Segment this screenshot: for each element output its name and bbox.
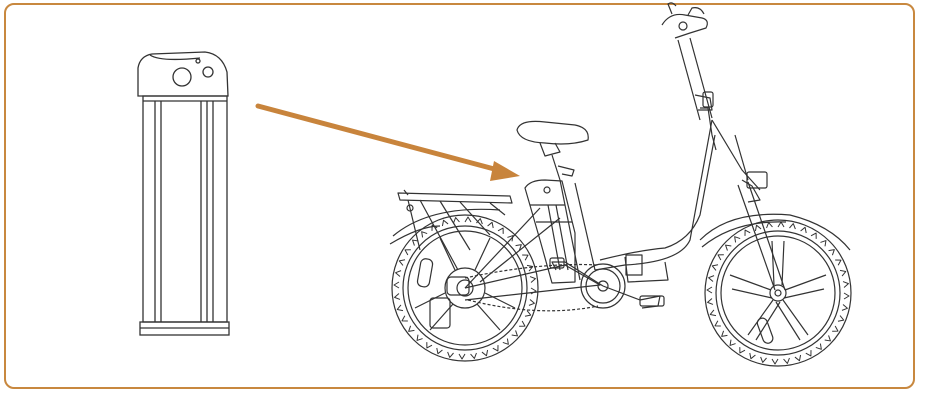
insert-arrow-icon xyxy=(258,106,520,181)
front-wheel xyxy=(705,220,851,366)
battery-pack-icon xyxy=(138,52,229,335)
folding-ebike-icon xyxy=(390,3,851,366)
